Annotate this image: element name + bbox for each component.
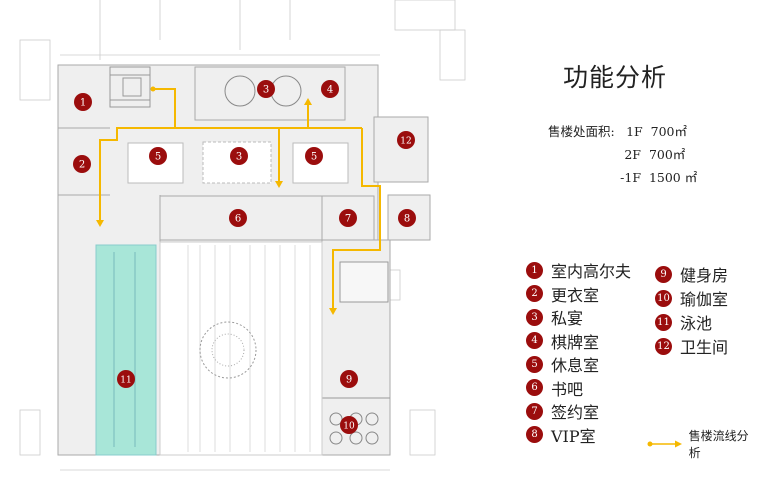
courtyard xyxy=(159,241,323,456)
room-marker: 3 xyxy=(257,80,275,98)
floor-1f: 1F xyxy=(626,124,643,139)
courtyard-stripes xyxy=(187,245,311,452)
legend-item: 11 泳池 xyxy=(655,310,712,334)
room-marker-number: 11 xyxy=(120,376,131,386)
legend-marker: 7 xyxy=(526,402,543,420)
restroom-room xyxy=(373,116,429,183)
legend-item: 1 室内高尔夫 xyxy=(526,258,631,282)
swimming-pool xyxy=(95,244,157,456)
legend-label: VIP室 xyxy=(551,426,596,446)
legend-marker: 12 xyxy=(655,337,672,355)
legend-item: 4 棋牌室 xyxy=(526,329,599,353)
room-marker-number: 4 xyxy=(327,85,333,96)
legend-marker: 1 xyxy=(526,261,543,279)
room-marker: 6 xyxy=(229,209,247,227)
room-marker: 4 xyxy=(321,80,339,98)
room-marker: 2 xyxy=(73,155,91,173)
legend-item: 9 健身房 xyxy=(655,262,728,286)
legend-marker: 5 xyxy=(526,355,543,373)
room-marker: 1 xyxy=(74,93,92,111)
legend-item: 10 瑜伽室 xyxy=(655,286,728,310)
floor-2f: 2F xyxy=(624,147,641,162)
room-marker-number: 6 xyxy=(235,214,241,225)
room-marker: 5 xyxy=(149,147,167,165)
room-marker: 10 xyxy=(340,416,358,434)
room-marker-number: 12 xyxy=(400,137,411,147)
legend-label: 卫生间 xyxy=(680,338,729,357)
area-label: 售楼处面积: xyxy=(548,124,615,139)
room-marker: 7 xyxy=(339,209,357,227)
tree-icon xyxy=(199,321,257,379)
legend-item: 2 更衣室 xyxy=(526,282,599,306)
legend-marker: 2 xyxy=(526,285,543,302)
legend-marker: 6 xyxy=(526,379,543,396)
flow-start-dot xyxy=(150,86,156,92)
room-marker-number: 5 xyxy=(311,152,317,163)
room-marker-number: 7 xyxy=(345,214,351,225)
area-1f: 700㎡ xyxy=(650,124,688,139)
legend-label: 休息室 xyxy=(551,356,600,375)
legend-label: 棋牌室 xyxy=(551,332,600,352)
legend-item: 3 私宴 xyxy=(526,305,583,329)
legend-item: 12 卫生间 xyxy=(655,334,728,358)
legend-marker: 11 xyxy=(655,313,672,331)
flow-arrow-icon xyxy=(647,440,682,448)
legend-label: 签约室 xyxy=(551,403,600,422)
legend-label: 室内高尔夫 xyxy=(551,262,632,281)
room-marker: 11 xyxy=(117,370,135,388)
round-table xyxy=(224,75,256,107)
legend-item: 7 签约室 xyxy=(526,399,599,423)
legend-label: 健身房 xyxy=(680,266,729,285)
context-lines xyxy=(19,0,466,471)
tree-icon xyxy=(211,333,245,367)
legend-marker: 10 xyxy=(655,289,672,307)
room-marker-number: 9 xyxy=(346,375,352,386)
flow-arrow-icon xyxy=(96,98,337,315)
stair xyxy=(109,66,151,108)
legend-item: 8 VIP室 xyxy=(526,423,596,447)
yoga-mats xyxy=(329,412,379,445)
room-marker-number: 2 xyxy=(79,160,85,171)
legend-marker: 9 xyxy=(655,265,672,283)
flow-legend-label: 售楼流线分析 xyxy=(688,429,749,460)
room-marker: 12 xyxy=(397,131,415,149)
room-marker-number: 5 xyxy=(155,152,161,163)
room-marker-number: 3 xyxy=(263,85,269,96)
legend-label: 瑜伽室 xyxy=(680,290,729,309)
sales-flow-path xyxy=(99,88,381,310)
legend-marker: 4 xyxy=(526,332,543,349)
room-marker-number: 8 xyxy=(404,214,410,225)
room-marker: 8 xyxy=(398,209,416,227)
area-b1: 1500 ㎡ xyxy=(648,170,698,185)
gym-box xyxy=(339,261,389,303)
room-marker-number: 1 xyxy=(80,98,86,109)
legend-marker: 8 xyxy=(526,426,543,443)
legend-label: 书吧 xyxy=(551,379,584,399)
room-marker: 3 xyxy=(230,147,248,165)
area-info: 售楼处面积: 1F 700㎡ 2F 700㎡ -1F 1500 ㎡ xyxy=(548,120,697,189)
area-2f: 700㎡ xyxy=(648,147,686,162)
legend-item: 5 休息室 xyxy=(526,352,599,376)
legend-marker: 3 xyxy=(526,308,543,326)
room-marker: 5 xyxy=(305,147,323,165)
flow-legend: 售楼流线分析 xyxy=(647,427,760,461)
page-title: 功能分析 xyxy=(563,63,668,92)
legend-label: 泳池 xyxy=(680,314,713,333)
room-marker: 9 xyxy=(340,370,358,388)
lounge-box xyxy=(292,142,349,184)
legend-item: 6 书吧 xyxy=(526,376,583,400)
room-marker-number: 10 xyxy=(343,422,355,432)
room-marker-number: 3 xyxy=(236,152,242,163)
legend-label: 更衣室 xyxy=(551,285,600,305)
legend-label: 私宴 xyxy=(551,309,584,328)
floor-b1: -1F xyxy=(620,170,641,185)
